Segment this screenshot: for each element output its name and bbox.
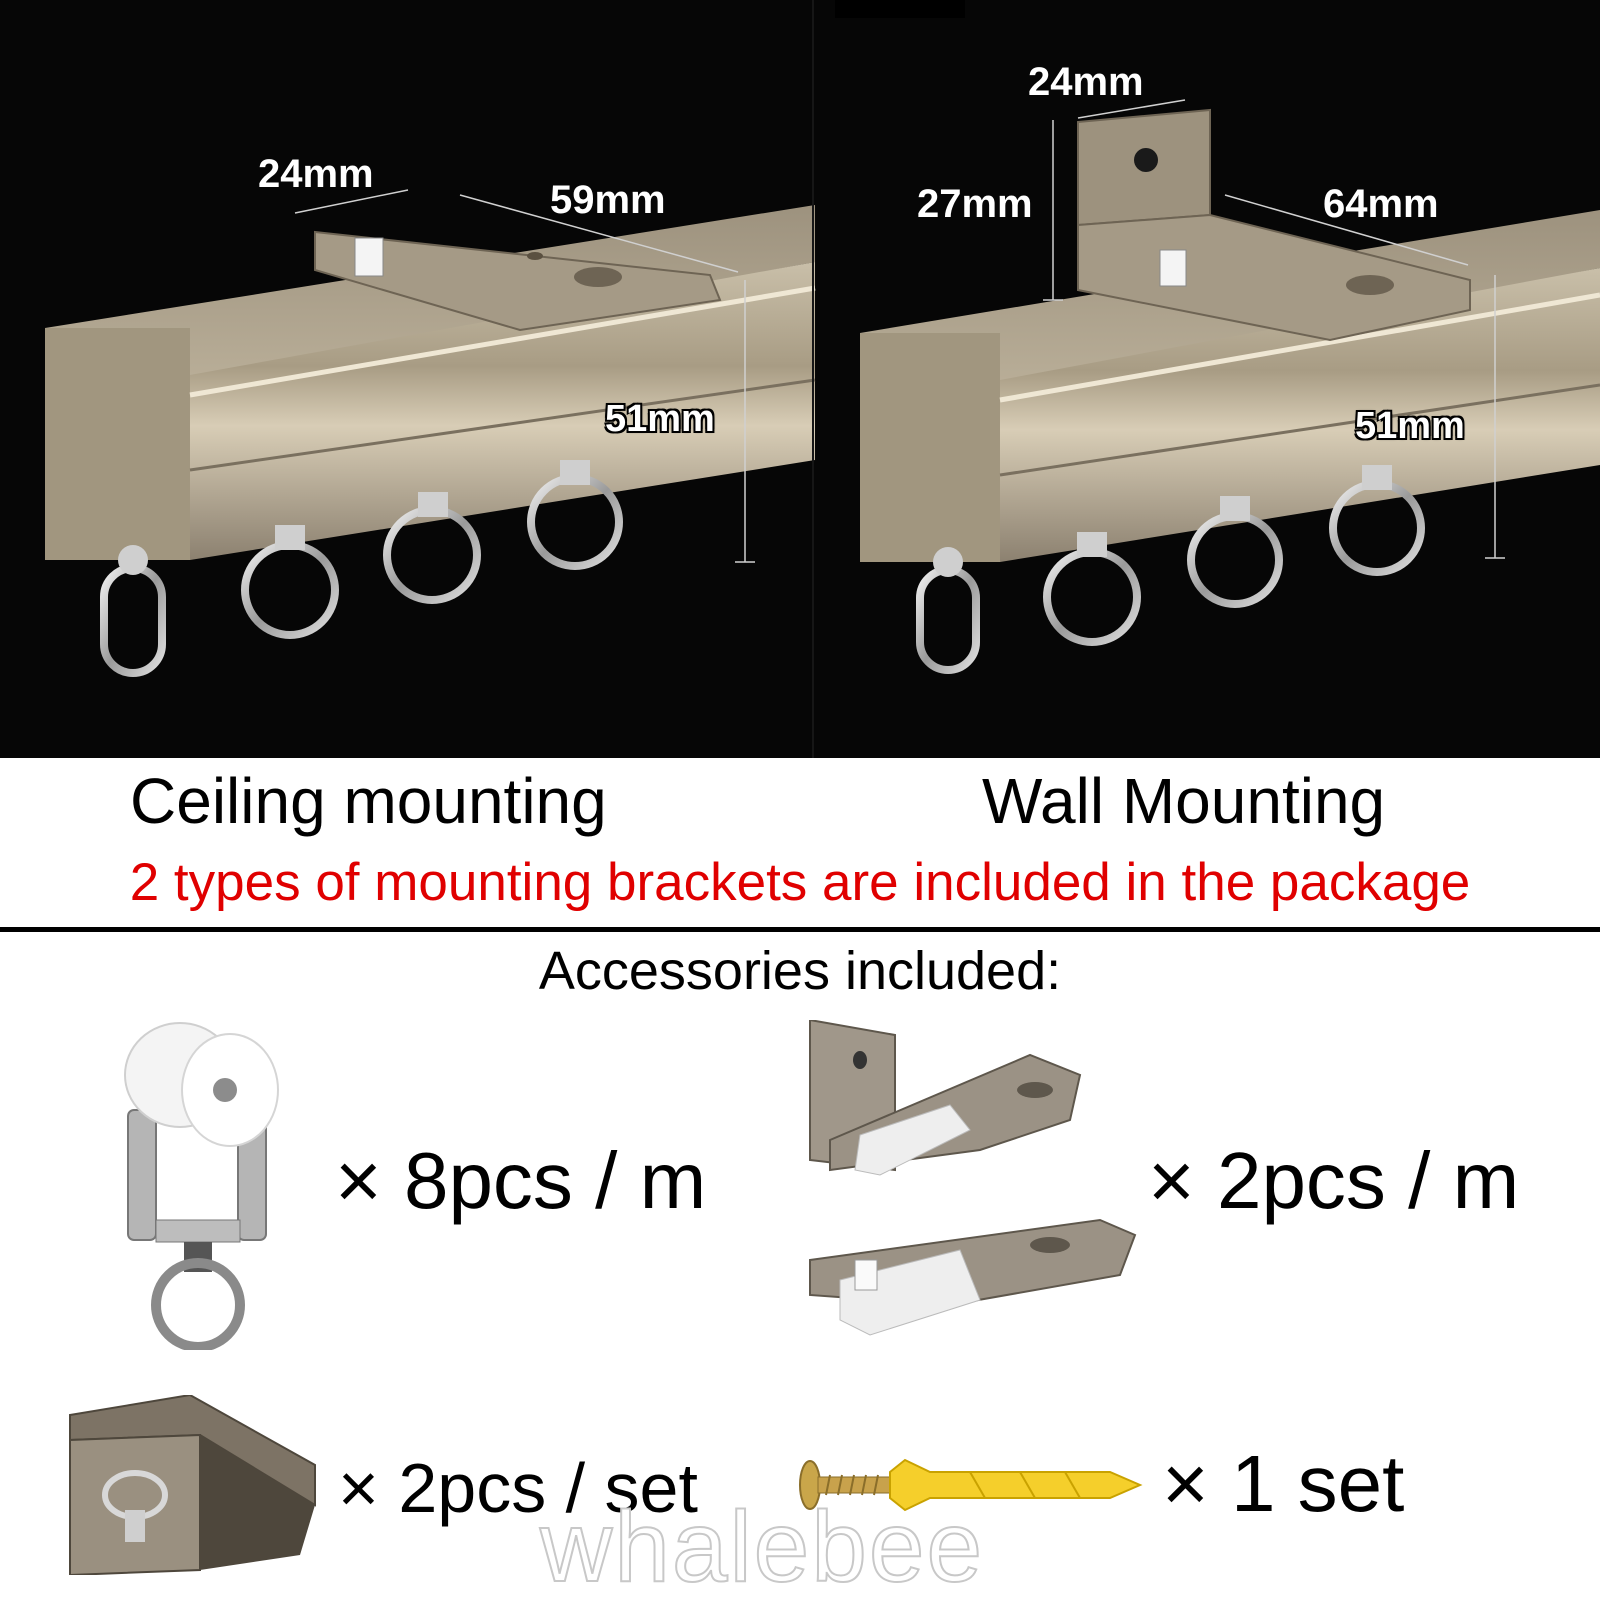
- section-separator: [0, 927, 1600, 932]
- ceiling-mounting-label: Ceiling mounting: [130, 765, 607, 837]
- wall-height-dim: 51mm: [1355, 405, 1465, 447]
- roller-hook-qty: × 8pcs / m: [335, 1136, 707, 1225]
- mounting-bracket-qty: × 2pcs / m: [1148, 1136, 1520, 1225]
- track-illustration: [45, 0, 1600, 677]
- panel-divider: [812, 0, 814, 758]
- end-cap-qty: × 2pcs / set: [338, 1449, 698, 1527]
- wall-mounting-label: Wall Mounting: [982, 765, 1386, 837]
- ceiling-width-dim: 24mm: [258, 152, 374, 196]
- ceiling-height-dim: 51mm: [605, 398, 715, 440]
- ceiling-track: [45, 189, 816, 677]
- wall-top-dim: 24mm: [1028, 60, 1144, 104]
- end-cap-icon: [69, 1395, 316, 1575]
- ceiling-length-dim: 59mm: [550, 178, 666, 222]
- product-photo-area: 24mm 59mm 51mm 24mm 27mm 64mm 51mm: [0, 0, 1600, 758]
- accessories-title: Accessories included:: [538, 941, 1062, 1001]
- screw-anchor-qty: × 1 set: [1162, 1439, 1405, 1528]
- roller-hook-icon: [124, 1022, 279, 1350]
- watermark: whalebee: [539, 1490, 985, 1604]
- wall-track: [860, 99, 1600, 674]
- package-note: 2 types of mounting brackets are include…: [129, 853, 1471, 912]
- mounting-bracket-icon: [809, 1020, 1137, 1336]
- screw-anchor-icon: [799, 1458, 1143, 1512]
- wall-length-dim: 64mm: [1323, 182, 1439, 226]
- wall-bracket-height-dim: 27mm: [917, 182, 1033, 226]
